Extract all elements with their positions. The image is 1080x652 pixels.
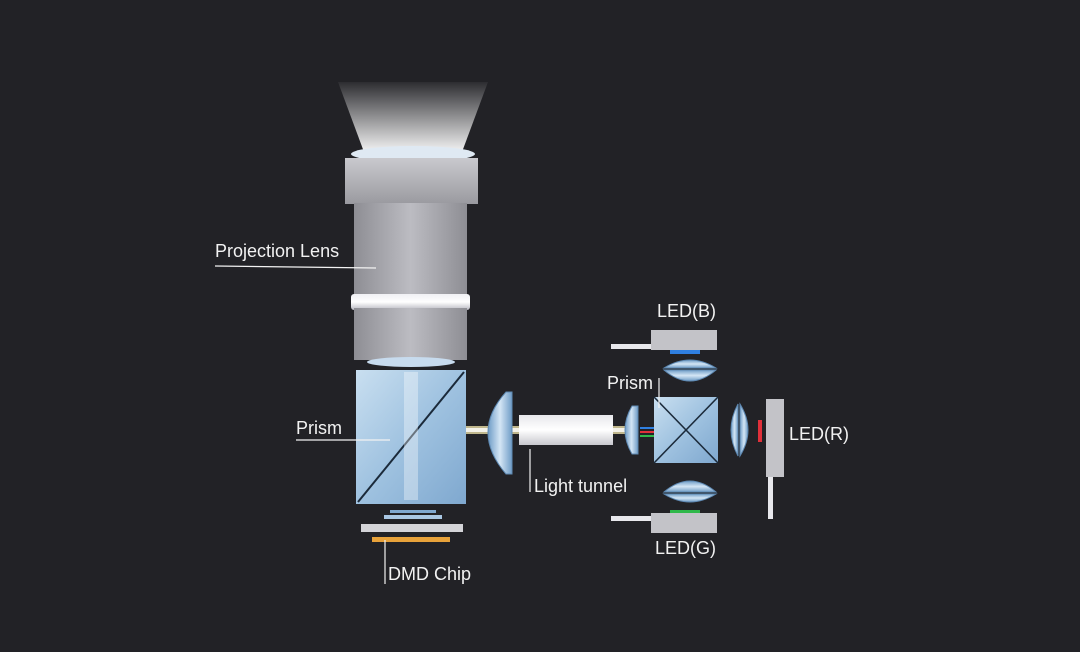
label-projection-lens: Projection Lens [215, 241, 340, 261]
label-prism-right: Prism [607, 373, 653, 393]
prism-left [356, 370, 466, 504]
label-led-b: LED(B) [657, 301, 717, 321]
leader-lines [214, 265, 660, 584]
label-led-r: LED(R) [789, 424, 850, 444]
led-g-assembly [611, 480, 718, 533]
light-tunnel [519, 415, 613, 445]
x-cube-prism [653, 396, 719, 464]
tunnel-exit-lens [624, 405, 639, 455]
projected-light-beam [338, 82, 488, 152]
label-led-g: LED(G) [655, 538, 717, 558]
led-b-assembly [611, 330, 718, 382]
projection-lens [345, 146, 478, 367]
label-prism-left: Prism [296, 418, 342, 438]
label-light-tunnel: Light tunnel [534, 476, 628, 496]
dmd-chip [361, 524, 463, 542]
field-lenses [384, 510, 442, 519]
led-r-assembly [730, 399, 784, 519]
relay-lens [487, 391, 513, 475]
label-dmd-chip: DMD Chip [388, 564, 472, 584]
